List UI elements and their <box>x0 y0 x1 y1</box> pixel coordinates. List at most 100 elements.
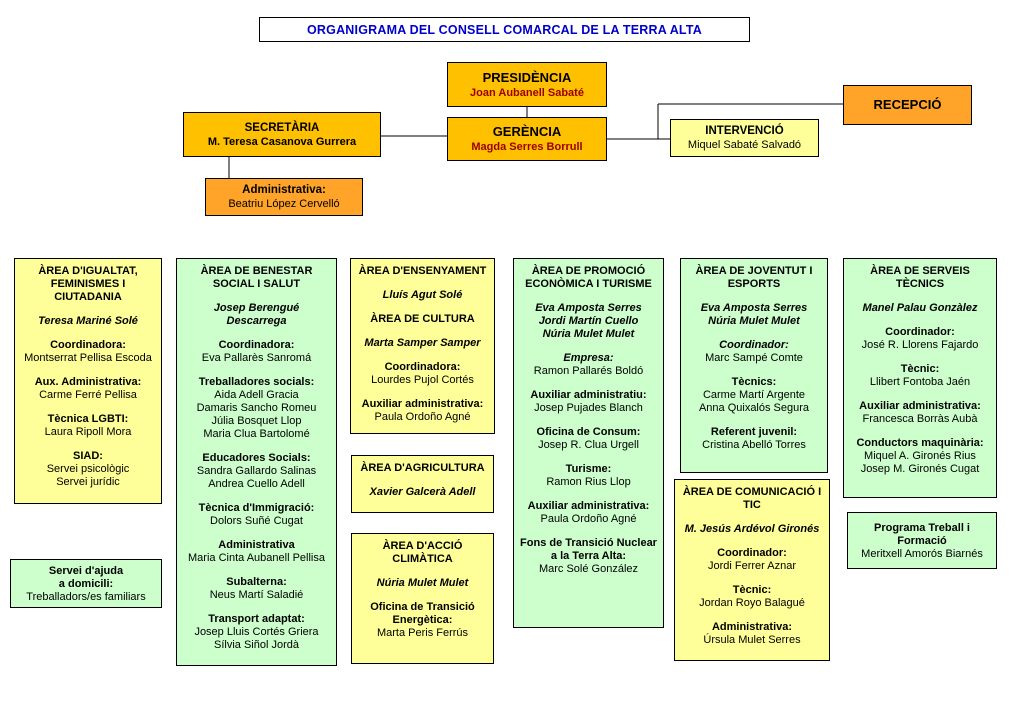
text-block: Tècnica LGBTI:Laura Ripoll Mora <box>19 413 157 439</box>
text-block: Coordinadora:Lourdes Pujol Cortés <box>355 361 490 387</box>
area-promocio-title: ÀREA DE PROMOCIÓ ECONÒMICA I TURISME <box>525 265 652 290</box>
text-block: Lluís Agut Solé <box>355 289 490 302</box>
area-igualtat-box: ÀREA D'IGUALTAT, FEMINISMES I CIUTADANIA… <box>14 258 162 504</box>
label-line: Núria Mulet Mulet <box>542 328 635 340</box>
text-block: Transport adaptat:Josep Lluis Cortés Gri… <box>181 613 332 652</box>
text-block: Coordinador:José R. Llorens Fajardo <box>848 326 992 352</box>
label-line: Educadores Socials: <box>202 452 311 464</box>
area-agricultura-title: ÀREA D'AGRICULTURA <box>360 462 485 474</box>
area-igualtat-title: ÀREA D'IGUALTAT, FEMINISMES I CIUTADANIA <box>38 265 138 303</box>
label-line: Transport adaptat: <box>208 613 305 625</box>
label-line: Oficina de Transició <box>370 601 475 613</box>
label-line: Administrativa <box>218 539 295 551</box>
text-block: Oficina de Consum:Josep R. Clua Urgell <box>518 426 659 452</box>
label-line: M. Jesús Ardévol Gironés <box>684 523 820 535</box>
label-line: Empresa: <box>563 352 614 364</box>
label-line: Auxiliar administrativa: <box>859 400 981 412</box>
text-block: Auxiliar administratiu:Josep Pujades Bla… <box>518 389 659 415</box>
text-block: Referent juvenil:Cristina Abelló Torres <box>685 426 823 452</box>
name-line: Ramon Rius Llop <box>546 476 631 488</box>
label-line: Coordinador: <box>719 339 789 351</box>
name-line: Marta Peris Ferrús <box>376 627 469 639</box>
text-block: Teresa Mariné Solé <box>19 315 157 328</box>
name-line: Miquel A. Gironés Rius <box>864 450 976 462</box>
presidencia-name: Joan Aubanell Sabaté <box>470 86 584 99</box>
label-line: ÀREA DE CULTURA <box>370 313 475 325</box>
label-line: Coordinadora: <box>218 339 295 351</box>
area-serveis-box: ÀREA DE SERVEIS TÈCNICS Manel Palau Gonz… <box>843 258 997 498</box>
text-block: Auxiliar administrativa:Paula Ordoño Agn… <box>518 500 659 526</box>
name-line: Aida Adell Gracia <box>214 389 299 401</box>
area-comunicacio-box: ÀREA DE COMUNICACIÓ I TIC M. Jesús Ardév… <box>674 479 830 661</box>
label-line: Energètica: <box>392 614 453 626</box>
text-block: Subalterna:Neus Martí Saladié <box>181 576 332 602</box>
label-line: Subalterna: <box>226 576 287 588</box>
label-line: Tècnics: <box>731 376 777 388</box>
name-line: Josep Pujades Blanch <box>534 402 643 414</box>
recepcio-title: RECEPCIÓ <box>873 97 942 112</box>
text-block: Núria Mulet Mulet <box>356 577 489 590</box>
name-line: Meritxell Amorós Biarnés <box>861 548 983 560</box>
administrativa-name: Beatriu López Cervelló <box>228 198 340 210</box>
label-line: Auxiliar administrativa: <box>527 500 650 512</box>
label-line: Turisme: <box>565 463 612 475</box>
name-line: Dolors Suñé Cugat <box>210 515 303 527</box>
text-block: Coordinador:Jordi Ferrer Aznar <box>679 547 825 573</box>
area-climatica-title: ÀREA D'ACCIÓ CLIMÀTICA <box>382 540 463 565</box>
name-line: Servei jurídic <box>56 476 120 488</box>
label-line: SIAD: <box>73 450 103 462</box>
intervencio-name: Miquel Sabaté Salvadó <box>687 139 802 151</box>
recepcio-box: RECEPCIÓ <box>843 85 972 125</box>
name-line: José R. Llorens Fajardo <box>861 339 979 351</box>
gerencia-name: Magda Serres Borrull <box>471 141 583 153</box>
text-block: Tècnica d'Immigració:Dolors Suñé Cugat <box>181 502 332 528</box>
secretaria-title: SECRETÀRIA <box>244 121 320 134</box>
presidencia-box: PRESIDÈNCIA Joan Aubanell Sabaté <box>447 62 607 107</box>
label-line: Lluís Agut Solé <box>382 289 463 301</box>
area-benestar-title: ÀREA DE BENESTAR SOCIAL I SALUT <box>200 265 313 290</box>
text-block: Aux. Administrativa:Carme Ferré Pellisa <box>19 376 157 402</box>
name-line: Carme Ferré Pellisa <box>39 389 137 401</box>
area-ensenyament-title: ÀREA D'ENSENYAMENT <box>358 265 487 277</box>
label-line: Manel Palau Gonzàlez <box>862 302 978 314</box>
area-joventut-title: ÀREA DE JOVENTUT I ESPORTS <box>695 265 813 290</box>
name-line: Cristina Abelló Torres <box>702 439 806 451</box>
label-line: Oficina de Consum: <box>536 426 641 438</box>
gerencia-title: GERÈNCIA <box>492 124 562 139</box>
label-line: Josep Berengué <box>213 302 300 314</box>
text-block: Administrativa:Úrsula Mulet Serres <box>679 621 825 647</box>
text-block: Auxiliar administrativa:Paula Ordoño Agn… <box>355 398 490 424</box>
name-line: Sandra Gallardo Salinas <box>196 465 317 477</box>
administrativa-title: Administrativa: <box>242 184 326 196</box>
name-line: Paula Ordoño Agné <box>540 513 637 525</box>
label-line: Servei d'ajuda <box>48 565 124 577</box>
label-line: Marta Samper Samper <box>364 337 481 349</box>
area-agricultura-content: Xavier Galcerà Adell <box>356 486 489 499</box>
area-benestar-box: ÀREA DE BENESTAR SOCIAL I SALUT Josep Be… <box>176 258 337 666</box>
area-serveis-title: ÀREA DE SERVEIS TÈCNICS <box>870 265 970 290</box>
text-block: Tècnic:Jordan Royo Balagué <box>679 584 825 610</box>
chart-title: ORGANIGRAMA DEL CONSELL COMARCAL DE LA T… <box>307 22 702 37</box>
name-line: Marc Solé González <box>538 563 639 575</box>
name-line: Maria Cinta Aubanell Pellisa <box>188 552 325 564</box>
label-line: Coordinadora: <box>50 339 126 351</box>
area-joventut-box: ÀREA DE JOVENTUT I ESPORTS Eva Amposta S… <box>680 258 828 473</box>
text-block: Turisme:Ramon Rius Llop <box>518 463 659 489</box>
label-line: Coordinador: <box>885 326 955 338</box>
label-line: Administrativa: <box>711 621 793 633</box>
label-line: Xavier Galcerà Adell <box>369 486 476 498</box>
label-line: Programa Treball i <box>874 522 970 534</box>
label-line: Tècnica LGBTI: <box>47 413 129 425</box>
text-block: Marta Samper Samper <box>355 337 490 350</box>
name-line: Llibert Fontoba Jaén <box>869 376 971 388</box>
name-line: Carme Martí Argente <box>702 389 806 401</box>
